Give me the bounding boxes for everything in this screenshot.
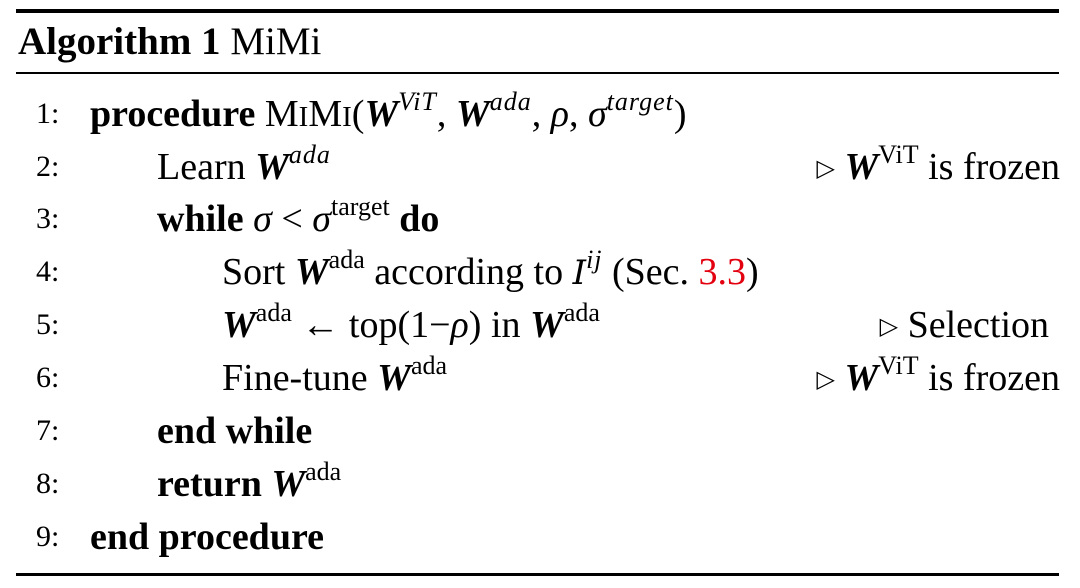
algorithm-line-3: 3: while σ < σtarget do — [0, 193, 1080, 245]
symbol-w: W — [844, 146, 879, 188]
keyword-end-while: end while — [157, 410, 313, 452]
line-body: while σ < σtarget do — [157, 193, 439, 245]
statement-text: Sort — [222, 251, 295, 293]
line-number: 3: — [36, 202, 60, 235]
line-number: 8: — [36, 467, 60, 500]
algorithm-line-4: 4: Sort Wada according to Iij (Sec. 3.3) — [0, 246, 1080, 298]
separator: , — [436, 93, 456, 135]
close-paren: ) — [673, 93, 687, 135]
symbol-w: W — [530, 304, 564, 346]
superscript: ada — [410, 351, 448, 380]
separator: , — [568, 93, 588, 135]
symbol-sigma: σ — [587, 93, 607, 135]
symbol-w: W — [377, 357, 411, 399]
comment-text: is frozen — [918, 357, 1060, 399]
line-body: Wada ← top(1−ρ) in Wada — [222, 299, 600, 351]
comment-triangle-icon: ▷ — [816, 156, 835, 182]
statement-text: Learn — [157, 146, 256, 188]
keyword-while: while — [157, 198, 244, 240]
statement-text: according to — [364, 251, 573, 293]
superscript: target — [331, 192, 390, 221]
algorithm-line-8: 8: return Wada — [0, 458, 1080, 510]
symbol-importance: I — [572, 253, 587, 293]
procedure-name: MIMI — [264, 93, 352, 135]
top-rule — [16, 9, 1059, 13]
line-body: Learn Wada — [157, 141, 331, 193]
line-number: 5: — [36, 308, 60, 341]
comment-triangle-icon: ▷ — [816, 367, 835, 393]
line-comment: ▷ WViT is frozen — [817, 352, 1060, 406]
algorithm-line-2: 2: Learn Wada ▷ WViT is frozen — [0, 141, 1080, 193]
symbol-w: W — [294, 251, 329, 293]
line-number: 6: — [36, 361, 60, 394]
line-comment: ▷ WViT is frozen — [817, 141, 1060, 195]
line-number: 7: — [36, 414, 60, 447]
algorithm-line-6: 6: Fine-tune Wada ▷ WViT is frozen — [0, 352, 1080, 404]
symbol-w: W — [455, 93, 490, 135]
superscript: ViT — [878, 140, 919, 169]
superscript: ViT — [878, 351, 919, 380]
symbol-w: W — [271, 463, 306, 505]
symbol-sigma: σ — [253, 198, 272, 240]
statement-text: (Sec. — [602, 251, 699, 293]
line-body: return Wada — [157, 458, 341, 510]
superscript: target — [606, 87, 674, 116]
symbol-w: W — [844, 357, 879, 399]
algorithm-line-7: 7: end while — [0, 405, 1080, 457]
symbol-rho: ρ — [450, 304, 469, 346]
caption-rule — [16, 72, 1059, 74]
superscript: ada — [328, 245, 365, 274]
symbol-sigma: σ — [312, 198, 331, 240]
superscript: ada — [489, 87, 532, 116]
caption-label: Algorithm 1 — [18, 20, 221, 63]
keyword-do: do — [399, 198, 440, 240]
line-comment: ▷ Selection — [880, 299, 1049, 353]
symbol-rho: ρ — [550, 93, 569, 135]
algorithm-caption: Algorithm 1 MiMi — [18, 14, 321, 70]
symbol-w: W — [222, 304, 256, 346]
symbol-w: W — [255, 146, 289, 188]
line-number: 1: — [36, 97, 60, 130]
bottom-rule — [16, 573, 1059, 576]
line-body: procedure MIMI(WViT, Wada, ρ, σtarget) — [90, 88, 686, 143]
line-number: 9: — [36, 520, 60, 553]
superscript: ada — [563, 298, 600, 327]
superscript: ij — [586, 245, 603, 274]
superscript: ada — [255, 298, 292, 327]
assignment-expression: ← top(1− — [291, 304, 451, 346]
statement-text: Fine-tune — [222, 357, 378, 399]
keyword-end-procedure: end procedure — [90, 516, 324, 558]
superscript: ada — [305, 457, 342, 486]
separator: , — [531, 93, 551, 135]
comment-triangle-icon: ▷ — [879, 314, 899, 340]
comment-text: is frozen — [918, 146, 1060, 188]
operator-less-than: < — [271, 198, 313, 240]
section-reference-link[interactable]: 3.3 — [698, 251, 747, 293]
line-body: end procedure — [90, 511, 324, 563]
statement-text: ) in — [468, 304, 531, 346]
keyword-procedure: procedure — [90, 93, 256, 135]
line-number: 2: — [36, 150, 60, 183]
line-body: Fine-tune Wada — [222, 352, 447, 404]
algorithm-line-5: 5: Wada ← top(1−ρ) in Wada ▷ Selection — [0, 299, 1080, 351]
algorithm-line-1: 1: procedure MIMI(WViT, Wada, ρ, σtarget… — [0, 88, 1080, 140]
line-body: end while — [157, 405, 312, 457]
statement-text: ) — [746, 251, 759, 293]
superscript: ada — [288, 140, 331, 169]
algorithm-line-9: 9: end procedure — [0, 511, 1080, 563]
symbol-w: W — [364, 93, 399, 135]
keyword-return: return — [157, 463, 262, 505]
superscript: ViT — [398, 87, 437, 116]
comment-text: Selection — [907, 304, 1049, 346]
line-body: Sort Wada according to Iij (Sec. 3.3) — [222, 246, 759, 299]
line-number: 4: — [36, 255, 60, 288]
caption-name: MiMi — [230, 20, 322, 63]
open-paren: ( — [351, 93, 365, 135]
